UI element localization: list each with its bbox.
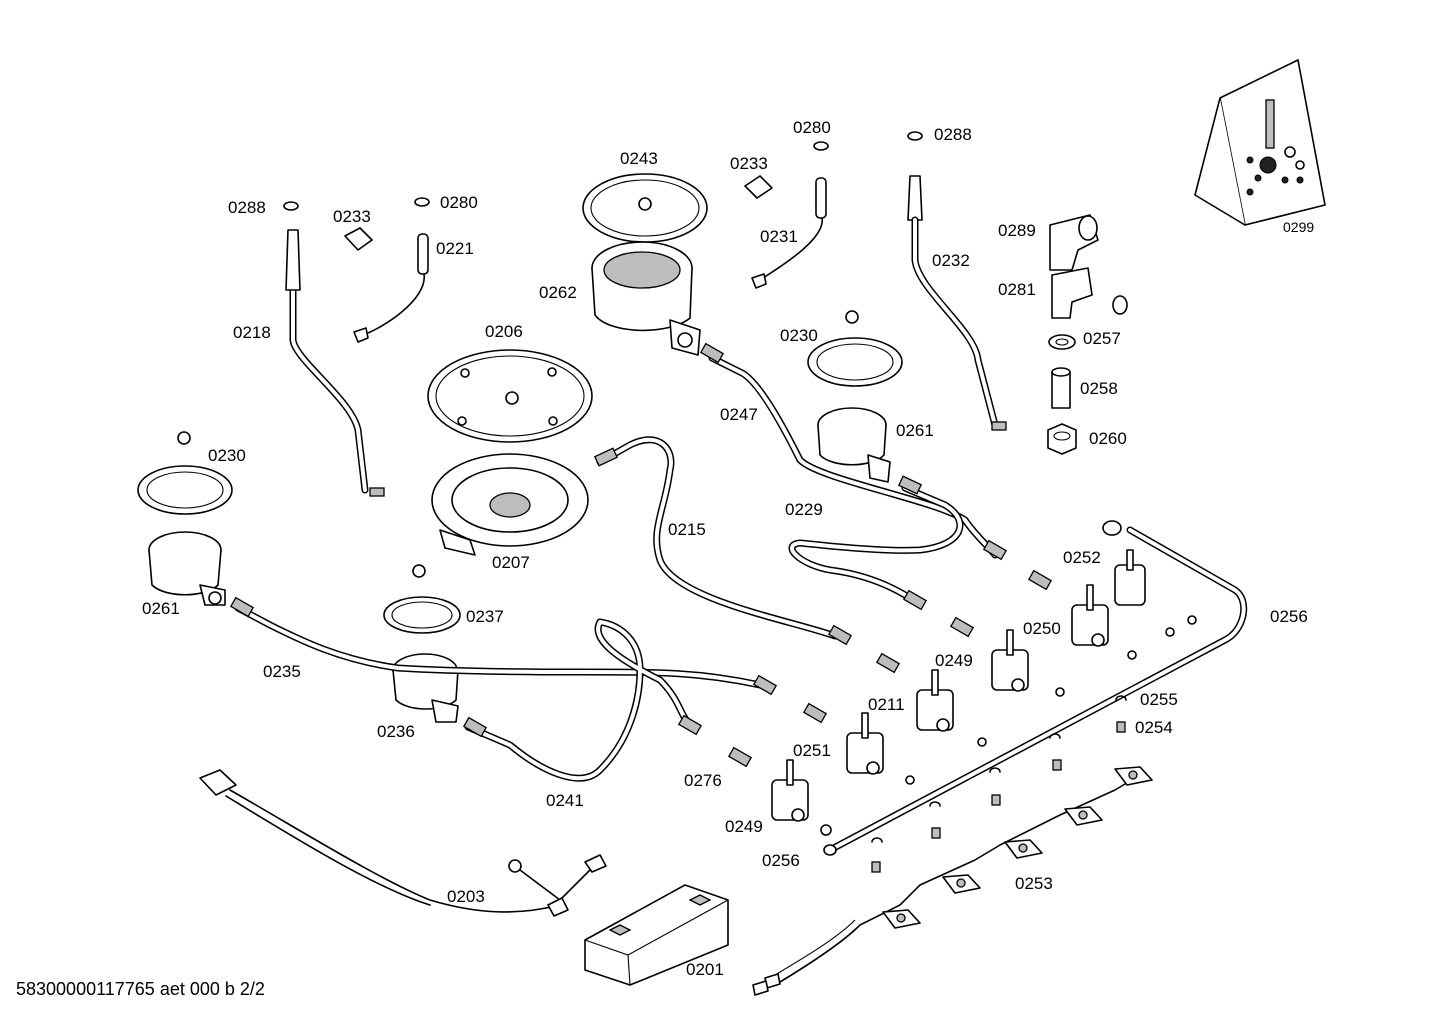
- drawing-reference: 58300000117765 aet 000 b 2/2: [16, 979, 265, 999]
- thermocouple-right: [907, 131, 1007, 431]
- burner-cap-small-left: [137, 431, 233, 515]
- label-0236: 0236: [377, 722, 415, 741]
- burner-cap-medium: [582, 173, 708, 243]
- burner-body-small-mid: [392, 653, 459, 723]
- label-0243: 0243: [620, 149, 658, 168]
- burner-cap-small-mid: [383, 564, 461, 634]
- gas-tubes: [234, 354, 999, 782]
- label-0218: 0218: [233, 323, 271, 342]
- label-0221: 0221: [436, 239, 474, 258]
- burner-body-small-left: [148, 531, 226, 606]
- label-0230: 0230: [208, 446, 246, 465]
- burner-cap-small-right: [807, 310, 903, 387]
- clip-0233-top: [744, 175, 773, 199]
- ignition-electrode-left: [353, 197, 430, 343]
- label-0201: 0201: [686, 960, 724, 979]
- thermocouple-left: [283, 201, 385, 497]
- label-0260: 0260: [1089, 429, 1127, 448]
- label-0262: 0262: [539, 283, 577, 302]
- label-0288: 0288: [934, 125, 972, 144]
- label-0258: 0258: [1080, 379, 1118, 398]
- parts-kit-bag: [1194, 59, 1326, 226]
- label-0251: 0251: [793, 741, 831, 760]
- label-0229: 0229: [785, 500, 823, 519]
- burner-body-medium: [591, 241, 701, 356]
- nozzle-0258: [1051, 367, 1071, 409]
- label-0254: 0254: [1135, 718, 1173, 737]
- label-0280: 0280: [440, 193, 478, 212]
- label-0255: 0255: [1140, 690, 1178, 709]
- label-0276: 0276: [684, 771, 722, 790]
- label-0261: 0261: [896, 421, 934, 440]
- label-0211: 0211: [868, 695, 905, 714]
- label-0247: 0247: [720, 405, 758, 424]
- elbow-fitting-0289: [1049, 214, 1099, 271]
- burner-cap-large: [427, 349, 593, 443]
- tube-fittings: [229, 342, 1053, 768]
- label-0299: 0299: [1283, 219, 1314, 235]
- label-0256: 0256: [1270, 607, 1308, 626]
- label-0256: 0256: [762, 851, 800, 870]
- label-0206: 0206: [485, 322, 523, 341]
- ignition-electrode-top: [751, 141, 829, 289]
- gas-manifold: [823, 520, 1248, 856]
- part-labels: 0288 0233 0280 0221 0218 0206 0243 0233 …: [142, 118, 1314, 979]
- label-0289: 0289: [998, 221, 1036, 240]
- elbow-fitting-0281: [1051, 267, 1128, 319]
- label-0288: 0288: [228, 198, 266, 217]
- label-0280: 0280: [793, 118, 831, 137]
- label-0253: 0253: [1015, 874, 1053, 893]
- label-0233: 0233: [333, 207, 371, 226]
- burner-body-small-right: [817, 407, 891, 483]
- label-0230: 0230: [780, 326, 818, 345]
- ignition-module: [584, 884, 729, 986]
- label-0257: 0257: [1083, 329, 1121, 348]
- label-0281: 0281: [998, 280, 1036, 299]
- ignition-switch-harness: [752, 766, 1153, 996]
- label-0261: 0261: [142, 599, 180, 618]
- nut-0260: [1047, 423, 1077, 455]
- label-0235: 0235: [263, 662, 301, 681]
- label-0231: 0231: [760, 227, 798, 246]
- clip-0233-left: [344, 227, 373, 251]
- springs-and-clips: [820, 615, 1197, 873]
- cable-harness: [199, 769, 607, 917]
- label-0250: 0250: [1023, 619, 1061, 638]
- label-0241: 0241: [546, 791, 584, 810]
- label-0215: 0215: [668, 520, 706, 539]
- gas-valves: [771, 549, 1146, 822]
- label-0252: 0252: [1063, 548, 1101, 567]
- label-0207: 0207: [492, 553, 530, 572]
- washer-0257: [1048, 334, 1076, 350]
- label-0232: 0232: [932, 251, 970, 270]
- label-0237: 0237: [466, 607, 504, 626]
- label-0203: 0203: [447, 887, 485, 906]
- label-0233: 0233: [730, 154, 768, 173]
- label-0249: 0249: [935, 651, 973, 670]
- burner-base-large: [431, 453, 589, 556]
- label-0249: 0249: [725, 817, 763, 836]
